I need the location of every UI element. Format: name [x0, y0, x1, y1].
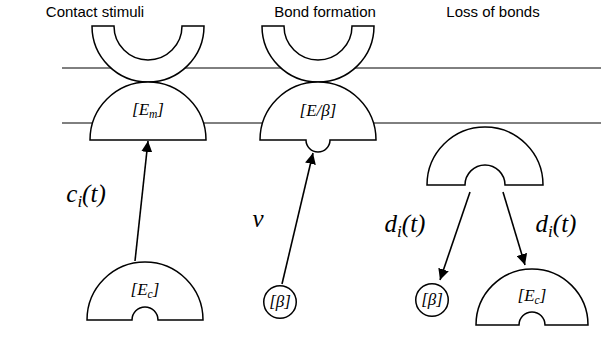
- text-part: (t): [402, 210, 426, 237]
- dome-path: [260, 82, 376, 152]
- dome-path: [476, 269, 588, 325]
- rate-label: ν: [252, 205, 263, 233]
- release-arrow: [440, 192, 470, 280]
- text-part: ]: [540, 286, 547, 305]
- text-part: (t): [82, 180, 106, 207]
- dome-path: [90, 82, 206, 140]
- text-part: [E: [518, 286, 535, 305]
- rate-label: di(t): [385, 210, 426, 241]
- receptor-cup: [92, 26, 204, 82]
- text-part: d: [385, 210, 398, 237]
- receptor-dome: [Ec]: [87, 262, 203, 320]
- connector-arrow: [135, 141, 148, 261]
- circle-path: [264, 286, 297, 319]
- column-heading: Bond formation: [274, 3, 376, 21]
- label-holder: Contact stimuli: [46, 3, 144, 21]
- receptor-cup: [262, 26, 374, 82]
- connector-arrow: [282, 153, 313, 284]
- label-holder: di(t): [536, 210, 577, 241]
- text-part: [E: [132, 100, 149, 119]
- ligand-circle: [β]: [263, 285, 297, 319]
- label-holder: di(t): [385, 210, 426, 241]
- subscript: c: [535, 294, 540, 307]
- release-arrow: [503, 192, 525, 265]
- text-part: d: [536, 210, 549, 237]
- rate-label: di(t): [536, 210, 577, 241]
- empty-receptor-arch: [427, 127, 543, 185]
- label-holder: Loss of bonds: [446, 3, 539, 21]
- node-label: [β]: [421, 291, 443, 310]
- dome-path: [87, 262, 203, 320]
- node-label: [Ec]: [131, 281, 160, 302]
- edge-label-holder: ν: [252, 205, 263, 233]
- subscript: c: [148, 288, 153, 301]
- node-label: [Ec]: [518, 287, 547, 308]
- node-label: [β]: [269, 293, 291, 312]
- subscript: i: [397, 222, 402, 241]
- text-part: [E: [131, 280, 148, 299]
- circle-path: [416, 284, 449, 317]
- subscript: i: [548, 222, 553, 241]
- text-part: ]: [157, 100, 164, 119]
- receptor-dome: [E/β]: [260, 82, 376, 152]
- edge-label-holder: ci(t): [66, 180, 105, 211]
- column-heading: Contact stimuli: [46, 3, 144, 21]
- text-part: ]: [153, 280, 160, 299]
- receptor-dome: [Ec]: [476, 269, 588, 325]
- column-heading: Loss of bonds: [446, 3, 539, 21]
- subscript: m: [149, 108, 157, 121]
- label-holder: Bond formation: [274, 3, 376, 21]
- receptor-dome: [Em]: [90, 82, 206, 140]
- text-part: (t): [553, 210, 577, 237]
- node-label: [Em]: [132, 101, 164, 122]
- subscript: i: [77, 192, 82, 211]
- rate-label: ci(t): [66, 180, 105, 211]
- ligand-circle: [β]: [415, 283, 449, 317]
- node-label: [E/β]: [300, 102, 337, 121]
- text-part: c: [66, 180, 77, 207]
